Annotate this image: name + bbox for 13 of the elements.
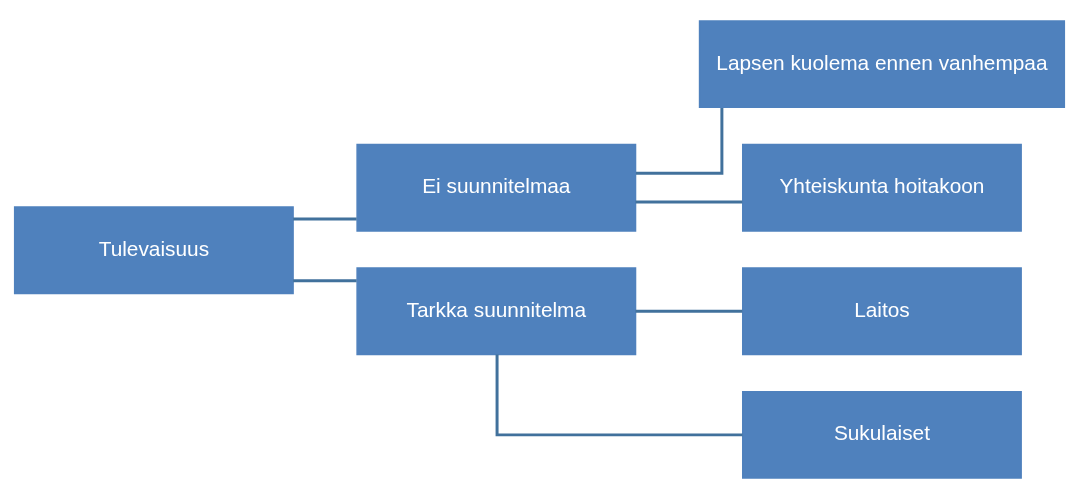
connector: [635, 107, 724, 175]
connector: [495, 354, 743, 437]
node-box: Lapsen kuolema ennen vanhempaa: [698, 20, 1066, 109]
node-box: Laitos: [742, 267, 1022, 356]
connector: [635, 309, 743, 313]
connector: [635, 200, 743, 204]
node-box: Ei suunnitelmaa: [356, 143, 637, 232]
node-box: Tulevaisuus: [13, 206, 294, 295]
connector: [293, 217, 357, 221]
node-box: Sukulaiset: [742, 390, 1022, 479]
connector: [293, 279, 357, 283]
node-box: Yhteiskunta hoitakoon: [742, 143, 1022, 232]
node-box: Tarkka suunnitelma: [356, 267, 637, 356]
